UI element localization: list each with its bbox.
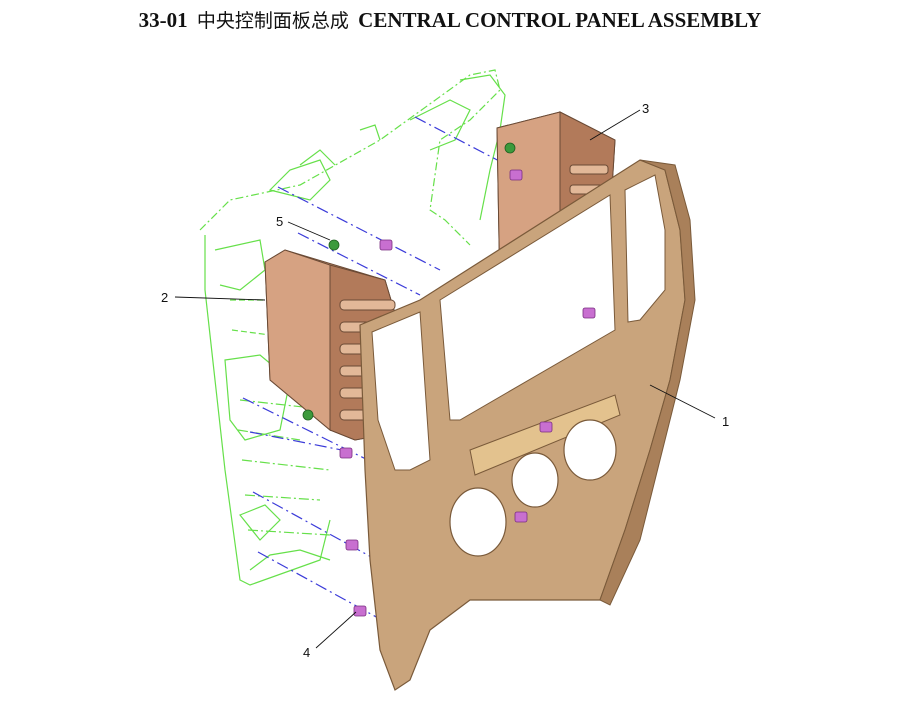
- clip: [345, 539, 359, 551]
- diagram-code: 33-01: [138, 8, 188, 32]
- clip: [339, 447, 353, 459]
- page-title: 33-01 中央控制面板总成 CENTRAL CONTROL PANEL ASS…: [0, 6, 900, 33]
- panel-frame: [359, 159, 696, 691]
- clip: [514, 511, 528, 523]
- clip: [539, 421, 553, 433]
- screw: [328, 239, 340, 251]
- callout-1-label: 1: [722, 414, 729, 429]
- screw: [302, 409, 314, 421]
- clip: [379, 239, 393, 251]
- clip: [353, 605, 367, 617]
- mounting-clips: [339, 169, 596, 617]
- callout-4-label: 4: [303, 645, 310, 660]
- clip: [582, 307, 596, 319]
- callout-leaders: [174, 109, 716, 649]
- clip: [509, 169, 523, 181]
- screw: [504, 142, 516, 154]
- background-dashboard-outline: [199, 69, 506, 586]
- screws: [302, 142, 516, 421]
- callout-3-label: 3: [642, 101, 649, 116]
- callout-2-label: 2: [161, 290, 168, 305]
- callout-5-label: 5: [276, 214, 283, 229]
- diagram-title-chinese: 中央控制面板总成: [196, 10, 349, 32]
- diagram-title-english: CENTRAL CONTROL PANEL ASSEMBLY: [358, 8, 762, 32]
